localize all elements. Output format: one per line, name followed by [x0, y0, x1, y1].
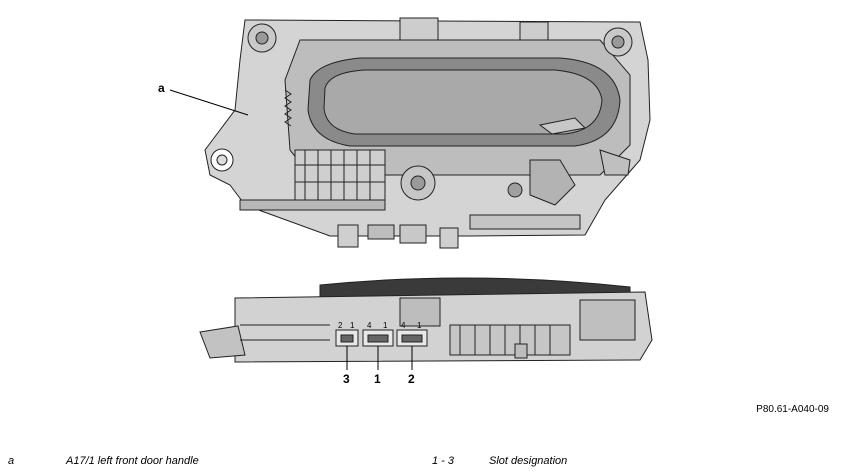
callout-a-leader [169, 89, 249, 116]
connector-slots [335, 329, 428, 347]
callout-a-label: a [158, 81, 165, 95]
pin-label: 4 [401, 321, 406, 330]
door-handle-top-view [204, 17, 651, 249]
legend-text-slots: Slot designation [489, 455, 568, 467]
legend-key-slots: 1 - 3 [432, 455, 455, 467]
legend-text-a: A17/1 left front door handle [66, 455, 199, 467]
legend-key-a: a [8, 455, 15, 467]
slot-1-label: 1 [374, 372, 381, 386]
pin-label: 1 [383, 321, 388, 330]
pin-label: 4 [367, 321, 372, 330]
pin-label: 1 [417, 321, 422, 330]
pin-label: 1 [350, 321, 355, 330]
reference-code: P80.61-A040-09 [756, 404, 829, 415]
door-handle-side-view [199, 277, 653, 363]
pin-label: 2 [338, 321, 343, 330]
slot-2-label: 2 [408, 372, 415, 386]
slot-3-label: 3 [343, 372, 350, 386]
